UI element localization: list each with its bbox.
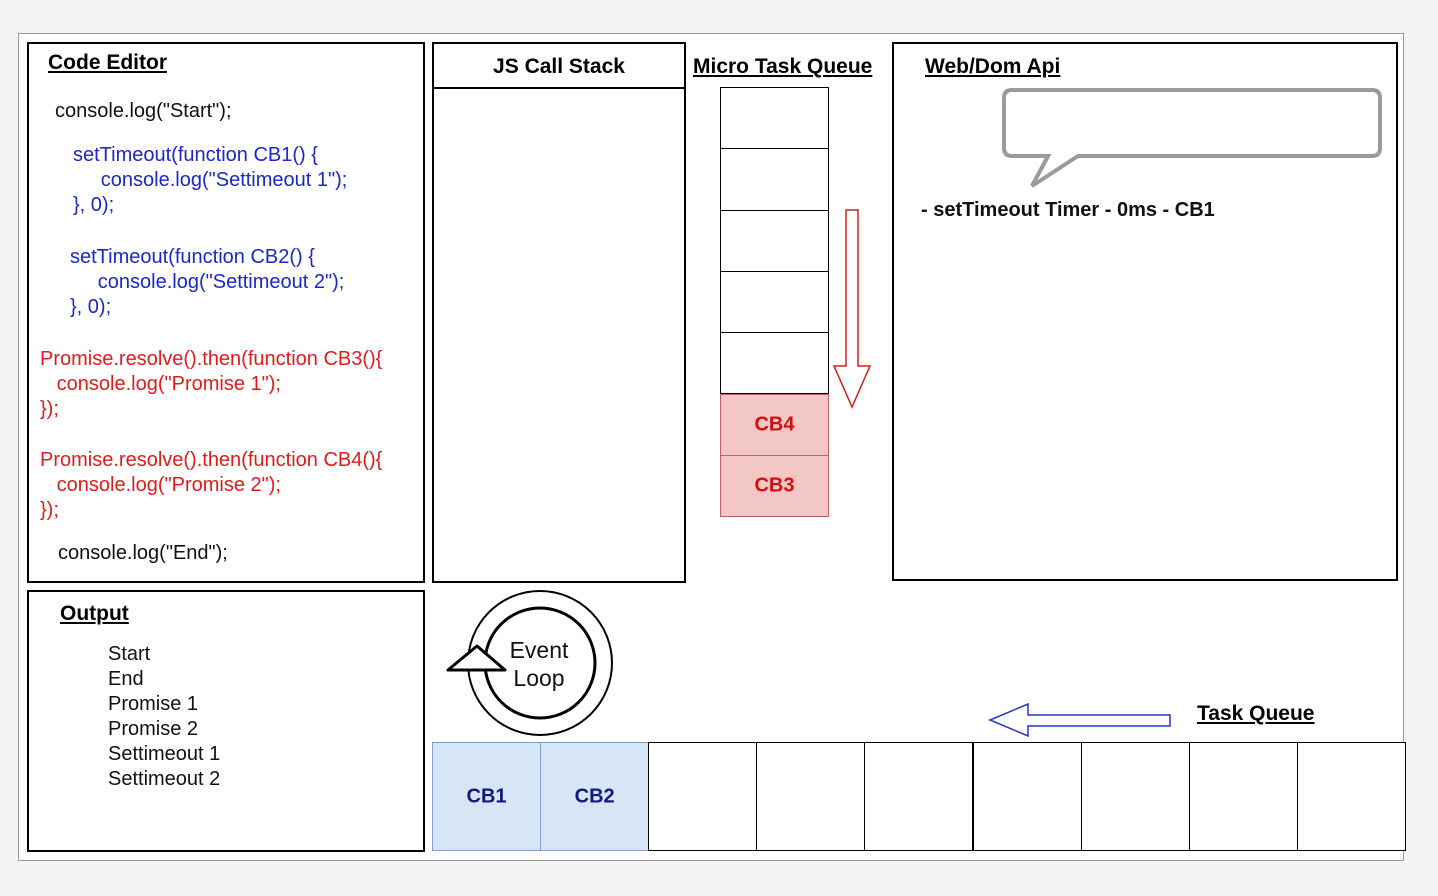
code-block-settimeout-1: setTimeout(function CB1() { console.log(…	[73, 144, 348, 216]
output-title: Output	[60, 602, 129, 625]
micro-queue-slot	[720, 148, 829, 211]
task-queue-slot	[972, 742, 1082, 851]
output-panel	[27, 590, 425, 852]
task-queue-item-label: CB2	[574, 785, 615, 807]
code-block-promise-1: Promise.resolve().then(function CB3(){ c…	[40, 348, 383, 420]
output-line: Start	[108, 643, 151, 665]
event-loop-label: Event Loop	[494, 636, 584, 692]
task-queue-slot: CB2	[540, 742, 650, 851]
timer-callout-text: Timer Initiated By Runtime	[1025, 104, 1343, 135]
micro-queue-slot	[720, 87, 829, 150]
code-block-promise-2: Promise.resolve().then(function CB4(){ c…	[40, 449, 383, 521]
code-line-start: console.log("Start");	[55, 100, 232, 122]
task-queue-slot: CB1	[432, 742, 542, 851]
micro-queue-slot: CB3	[720, 454, 829, 518]
micro-queue-slot	[720, 332, 829, 395]
code-block-settimeout-2: setTimeout(function CB2() { console.log(…	[70, 246, 345, 318]
micro-queue-slot	[720, 270, 829, 334]
task-queue-title: Task Queue	[1197, 702, 1315, 725]
web-api-timer-item: - setTimeout Timer - 0ms - CB1	[921, 199, 1215, 221]
task-queue-slot	[1080, 742, 1190, 851]
output-line: Promise 1	[108, 693, 199, 715]
output-line: Settimeout 1	[108, 743, 221, 765]
code-editor-title: Code Editor	[48, 51, 167, 74]
micro-queue-slot	[720, 209, 829, 272]
call-stack-header-divider	[432, 87, 686, 89]
code-line-end: console.log("End");	[58, 542, 228, 564]
call-stack-title: JS Call Stack	[493, 55, 625, 78]
output-line: Promise 2	[108, 718, 199, 740]
task-queue-slot	[864, 742, 974, 851]
task-queue-slot	[648, 742, 758, 851]
task-queue-slot	[756, 742, 866, 851]
task-queue-slot	[1296, 742, 1406, 851]
micro-queue-item-label: CB3	[754, 474, 795, 497]
micro-queue-slot: CB4	[720, 393, 829, 456]
task-queue-item-label: CB1	[466, 785, 507, 807]
event-loop-label-line2: Loop	[513, 665, 565, 691]
call-stack-panel	[432, 42, 686, 583]
web-api-title: Web/Dom Api	[925, 55, 1061, 78]
task-queue-slot	[1188, 742, 1298, 851]
micro-queue-item-label: CB4	[754, 413, 795, 436]
output-line: Settimeout 2	[108, 768, 221, 790]
event-loop-label-line1: Event	[509, 637, 569, 663]
code-editor-panel	[27, 42, 425, 583]
micro-task-queue-title: Micro Task Queue	[693, 55, 873, 78]
output-line: End	[108, 668, 144, 690]
